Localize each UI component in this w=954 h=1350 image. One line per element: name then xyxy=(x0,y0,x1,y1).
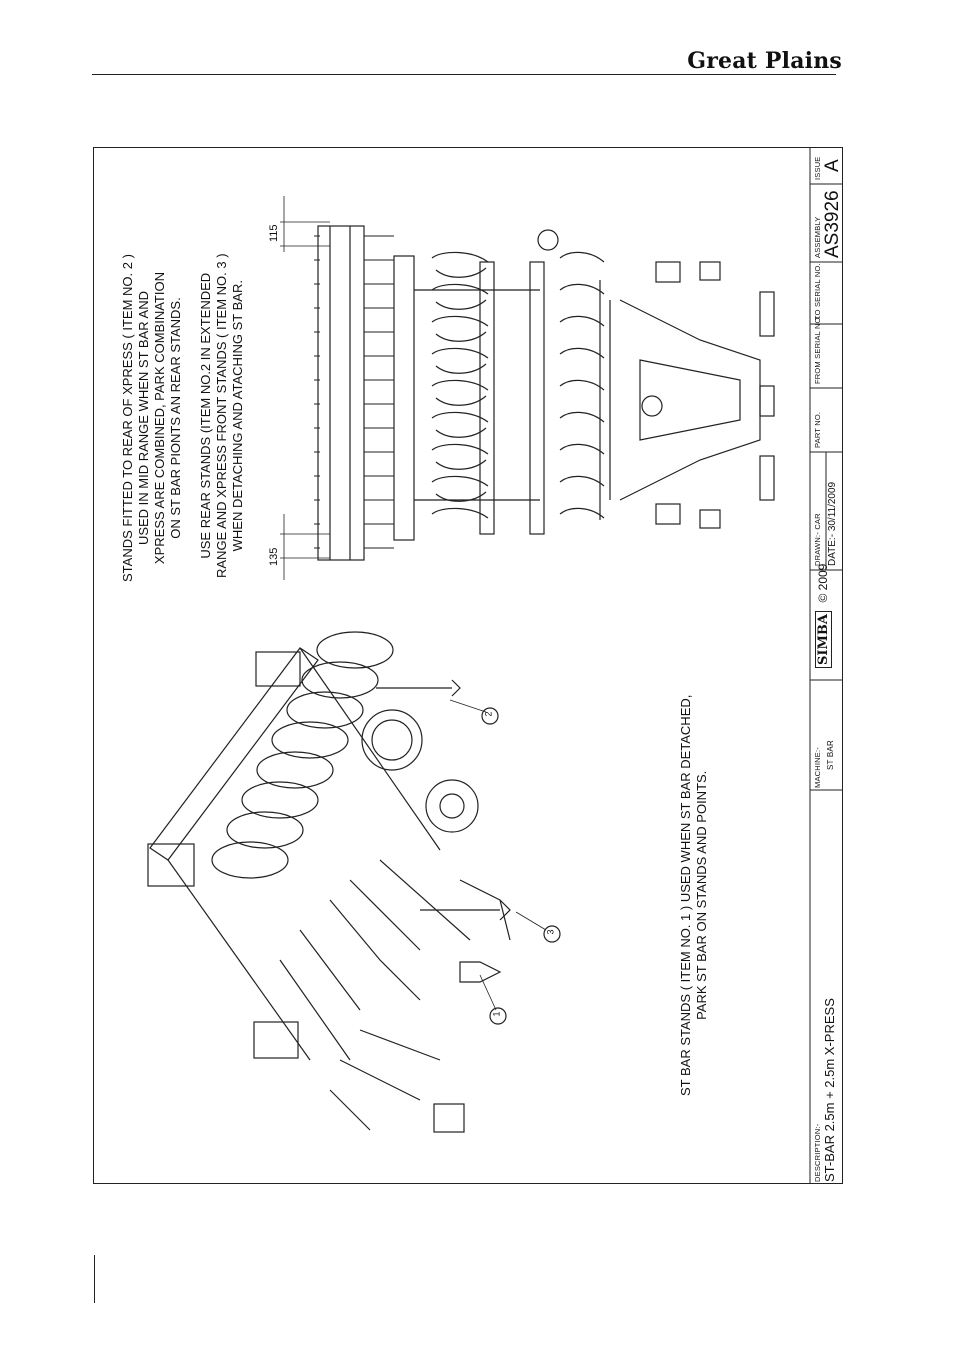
assembly-label: ASSEMBLY xyxy=(813,216,822,258)
brand-logo-text: Great Plains xyxy=(687,48,842,74)
machine-value: ST BAR xyxy=(826,740,835,770)
issue-value: A xyxy=(822,159,843,172)
plan-view-drawing xyxy=(280,196,775,580)
description-value: ST-BAR 2.5m + 2.5m X-PRESS xyxy=(822,998,837,1182)
dimension-115: 115 xyxy=(268,224,280,242)
copyright: © 2009 xyxy=(816,563,830,603)
dimension-135: 135 xyxy=(268,547,280,566)
from-serial-label: FROM SERIAL NO. xyxy=(813,315,822,384)
issue-label: ISSUE xyxy=(813,156,822,180)
to-serial-label: TO SERIAL NO. xyxy=(813,263,822,320)
simba-logo: SIMBA © 2009 xyxy=(815,563,832,668)
assembly-number: AS3926 xyxy=(822,190,843,258)
header-rule xyxy=(92,74,836,75)
note-extended-range: USE REAR STANDS (ITEM NO.2 IN EXTENDED R… xyxy=(198,253,245,578)
drawing-date: DATE:- 30/11/2009 xyxy=(827,481,838,566)
machine-label: MACHINE:- xyxy=(813,747,822,788)
callout-2: 2 xyxy=(483,711,494,717)
drawn-by: DRAWN:- CAR xyxy=(813,513,822,566)
drawing-frame xyxy=(93,147,843,1184)
part-no-label: PART NO. xyxy=(813,411,822,448)
simba-logo-text: SIMBA xyxy=(815,611,832,668)
description-label: DESCRIPTION:- xyxy=(813,1123,822,1182)
callout-3: 3 xyxy=(545,929,556,935)
callout-1: 1 xyxy=(491,1011,502,1017)
isometric-view-drawing xyxy=(147,631,561,1133)
note-rear-stands: STANDS FITTED TO REAR OF XPRESS ( ITEM N… xyxy=(120,254,183,582)
note-st-bar-stands: ST BAR STANDS ( ITEM NO. 1 ) USED WHEN S… xyxy=(678,694,709,1096)
page-margin-mark xyxy=(94,1255,95,1303)
